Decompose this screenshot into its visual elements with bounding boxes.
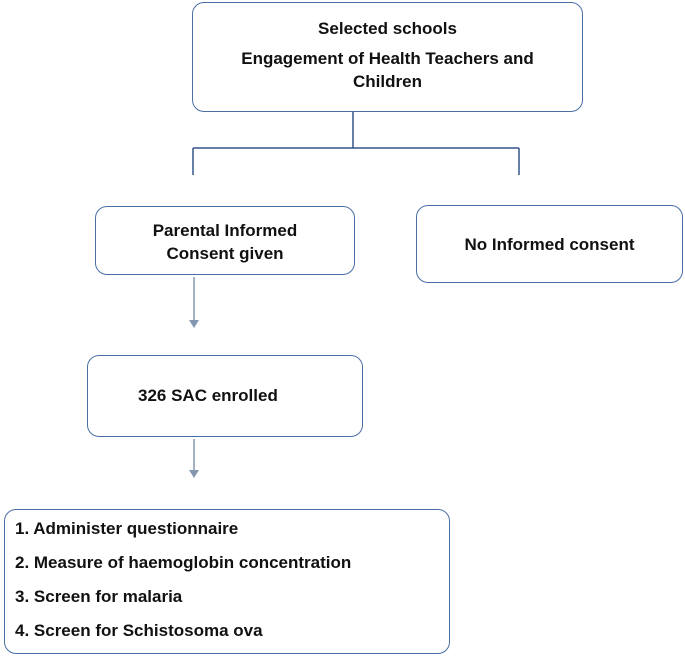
consent-label-line2: Consent given — [166, 244, 284, 263]
arrow-enrolled-to-steps — [189, 439, 199, 478]
selected-schools-label: Selected schools — [318, 19, 457, 38]
selected-schools-box: Selected schools Engagement of Health Te… — [192, 2, 583, 112]
no-consent-label: No Informed consent — [464, 235, 635, 254]
procedure-item: 3. Screen for malaria — [15, 587, 183, 606]
procedure-item: 1. Administer questionnaire — [15, 519, 239, 538]
no-consent-box: No Informed consent — [416, 205, 683, 283]
consent-given-box: Parental Informed Consent given — [95, 206, 355, 275]
arrow-head-icon — [189, 470, 199, 478]
procedure-item: 2. Measure of haemoglobin concentration — [15, 553, 352, 572]
arrow-head-icon — [189, 320, 199, 328]
enrolled-label: 326 SAC enrolled — [138, 386, 278, 405]
procedures-box: 1. Administer questionnaire 2. Measure o… — [4, 509, 450, 654]
consent-label-line1: Parental Informed — [152, 221, 298, 240]
procedure-item: 4. Screen for Schistosoma ova — [15, 621, 263, 640]
branch-connector — [192, 112, 520, 175]
arrow-consent-to-enrolled — [189, 277, 199, 328]
engagement-label-line2: Children — [353, 72, 422, 91]
engagement-label-line1: Engagement of Health Teachers and — [241, 49, 534, 68]
enrolled-box: 326 SAC enrolled — [87, 355, 363, 437]
